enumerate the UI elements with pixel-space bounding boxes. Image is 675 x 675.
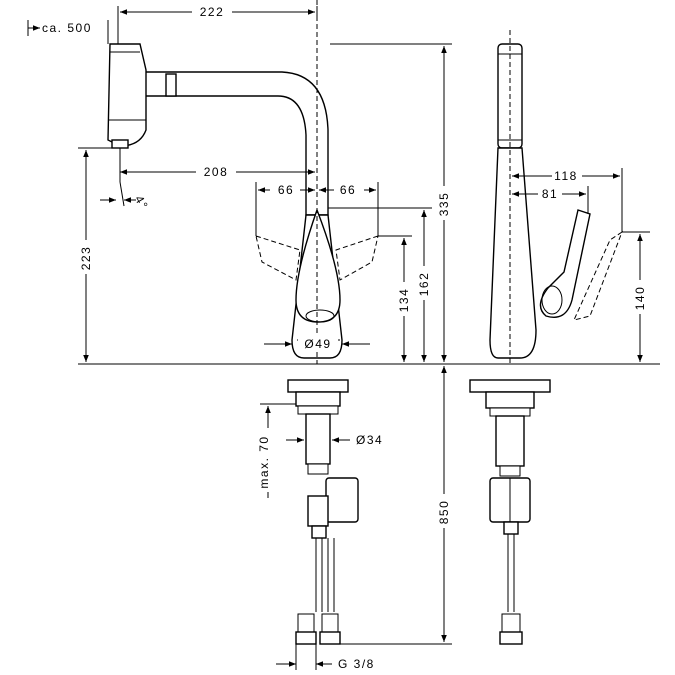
dim-total-height: 335 xyxy=(437,192,451,217)
check-valve-box xyxy=(325,477,359,523)
lever-swing-left xyxy=(255,235,301,281)
shank xyxy=(305,413,331,465)
front-view xyxy=(78,0,660,645)
spray-head xyxy=(107,43,147,147)
dim-connection: G 3/8 xyxy=(338,657,375,671)
dim-side-body-reach: 81 xyxy=(542,187,558,201)
side-lever xyxy=(539,209,591,318)
dim-outlet-reach: 208 xyxy=(204,165,229,179)
mounting-plate xyxy=(287,379,349,393)
dim-swivel-right: 66 xyxy=(340,183,356,197)
dim-side-lever-height: 140 xyxy=(633,286,647,311)
dim-max-depth: max. 70 xyxy=(257,435,271,488)
dim-spout-reach: 222 xyxy=(200,5,225,19)
dim-base-diameter: Ø49 xyxy=(304,337,331,351)
dim-hose-length: 850 xyxy=(437,500,451,525)
lever-swing-right xyxy=(335,235,379,281)
side-view xyxy=(469,30,624,645)
dim-shank-diameter: Ø34 xyxy=(356,433,383,447)
dim-angle: 4° xyxy=(132,193,151,213)
dimension-labels: ca. 500 222 208 4° 66 66 223 335 162 134… xyxy=(40,4,648,671)
side-shank xyxy=(495,415,525,467)
dim-handle-height: 162 xyxy=(417,272,431,297)
dim-lever-height: 134 xyxy=(397,288,411,313)
spout-joint xyxy=(165,73,177,97)
side-body xyxy=(489,147,537,359)
hose-nut-left xyxy=(297,613,315,633)
lever-handle xyxy=(295,207,341,323)
dim-side-handle-reach: 118 xyxy=(554,169,578,183)
dim-outlet-height: 223 xyxy=(79,246,93,271)
hose-nut-right xyxy=(321,613,339,633)
dim-swivel-left: 66 xyxy=(278,183,294,197)
side-lever-swing xyxy=(573,230,624,321)
dim-pullout: ca. 500 xyxy=(42,21,92,35)
